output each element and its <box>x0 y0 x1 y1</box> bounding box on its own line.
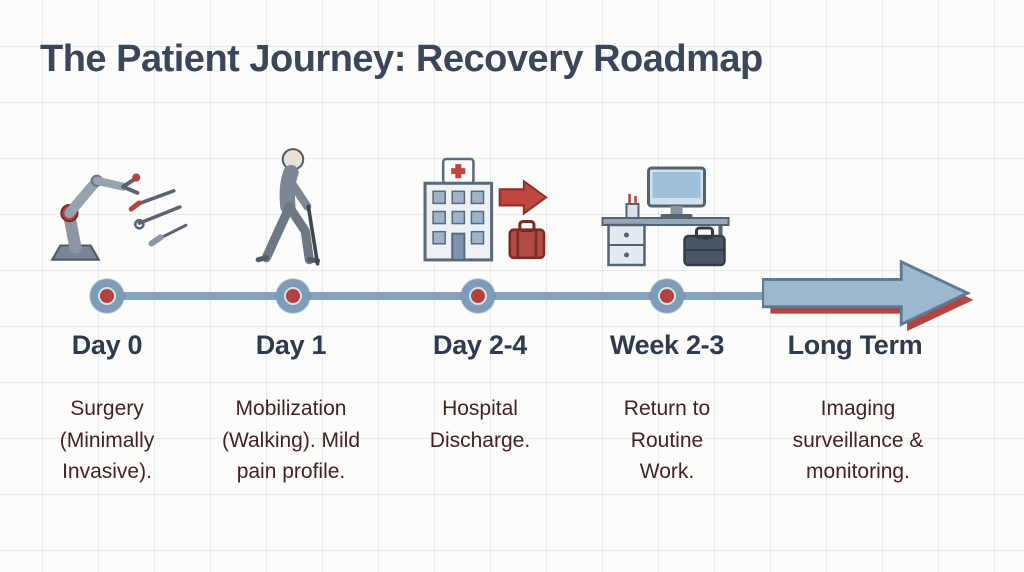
stage-description-day2-4: Hospital Discharge. <box>429 397 531 452</box>
walking-patient-icon <box>246 145 342 273</box>
timeline-node-core <box>284 287 302 305</box>
stage-label-longterm: Long Term <box>787 330 923 360</box>
stage-description-longterm: Imaging surveillance & monitoring. <box>792 397 924 483</box>
stage-label-day0: Day 0 <box>71 330 143 360</box>
forward-arrow-icon <box>762 256 978 338</box>
stage-description-day0: Surgery (Minimally Invasive). <box>59 397 155 483</box>
desk-work-icon <box>596 160 752 270</box>
timeline-node-core <box>469 287 487 305</box>
stage-label-week2-3: Week 2-3 <box>609 330 725 360</box>
timeline-node-core <box>658 287 676 305</box>
page-title: The Patient Journey: Recovery Roadmap <box>40 38 763 80</box>
surgical-robot-icon <box>38 146 190 268</box>
hospital-discharge-icon <box>402 155 560 271</box>
timeline-node <box>650 279 684 313</box>
stage-description-day1: Mobilization (Walking). Mild pain profil… <box>221 397 361 483</box>
timeline-node-core <box>98 287 116 305</box>
timeline-node <box>461 279 495 313</box>
timeline-line <box>95 292 780 300</box>
stage-description-week2-3: Return to Routine Work. <box>623 397 711 483</box>
timeline-node <box>276 279 310 313</box>
stage-label-day2-4: Day 2-4 <box>433 330 527 360</box>
timeline-node <box>90 279 124 313</box>
stage-label-day1: Day 1 <box>255 330 327 360</box>
